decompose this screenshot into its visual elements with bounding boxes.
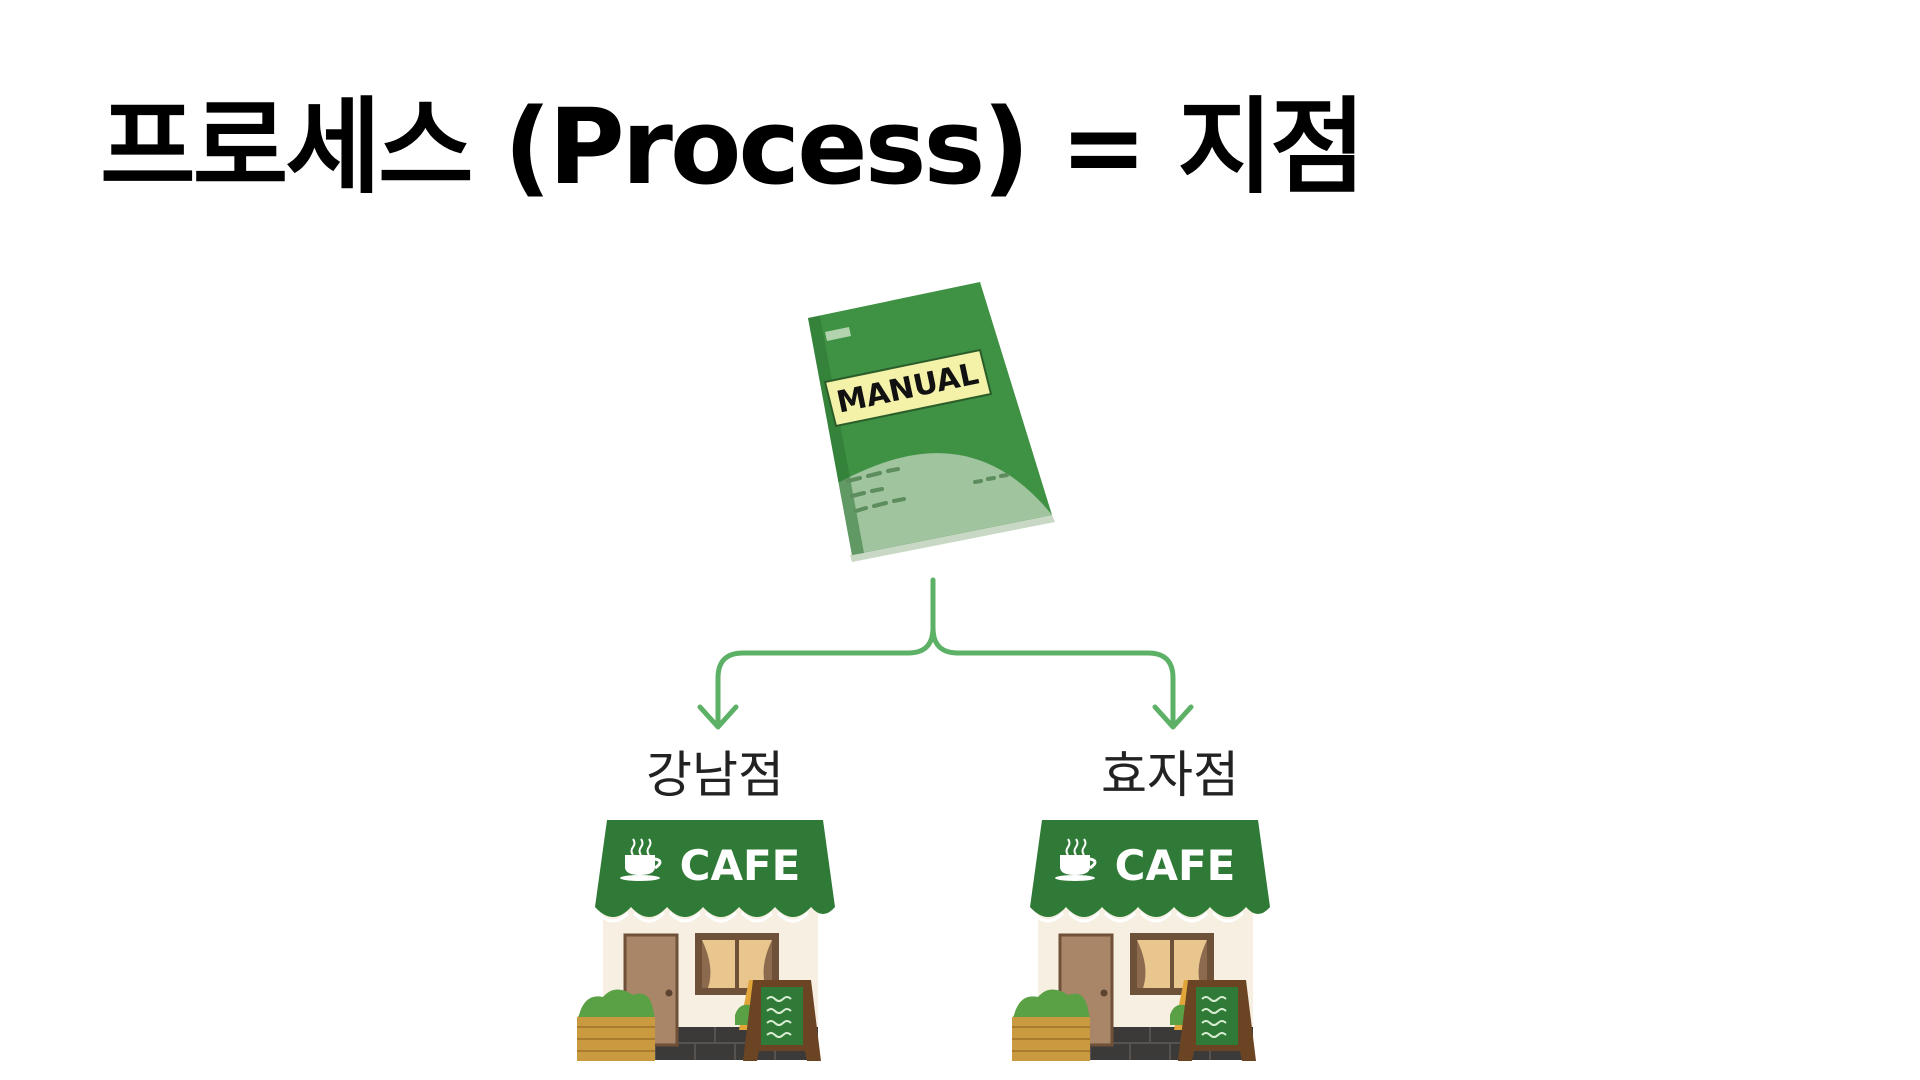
cafe-storefront-icon: CAFE: [575, 815, 885, 1075]
cafe-sign-text: CAFE: [1115, 841, 1236, 890]
branch-label-hyoja: 효자점: [1020, 750, 1320, 800]
connector-right-branch: [933, 628, 1173, 725]
cafe-sign-text: CAFE: [680, 841, 801, 890]
branch-label-gangnam: 강남점: [565, 750, 865, 800]
right-arrowhead: [1155, 707, 1191, 727]
manual-book-icon: MANUAL: [790, 270, 1090, 570]
left-arrowhead: [700, 707, 736, 727]
connector-left-branch: [718, 628, 933, 725]
cafe-storefront-icon: CAFE: [1010, 815, 1320, 1075]
slide-title: 프로세스 (Process) = 지점: [100, 95, 1363, 199]
